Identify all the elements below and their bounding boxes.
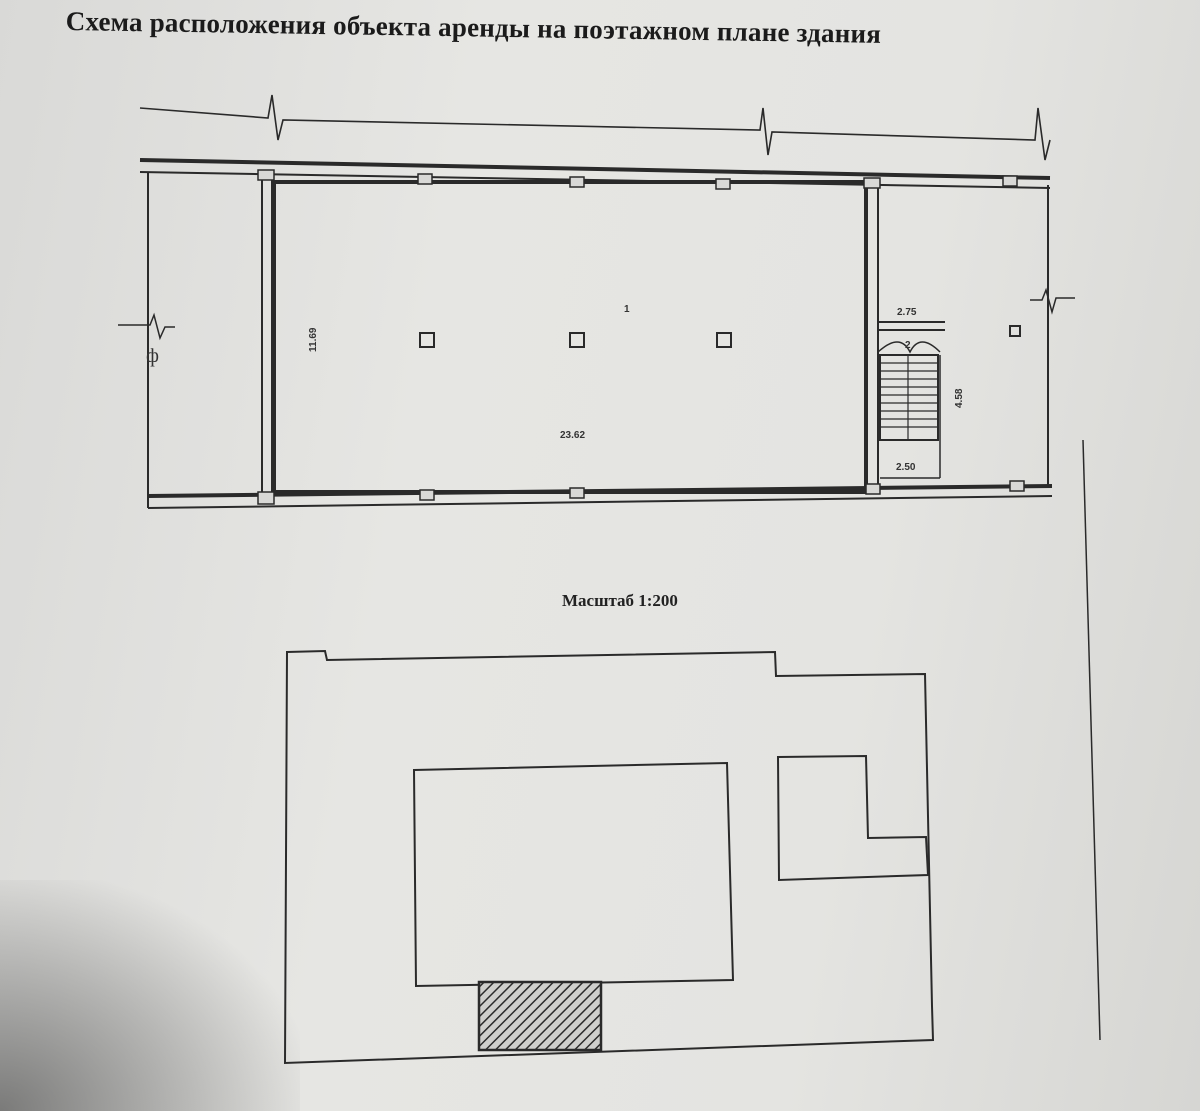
column-4 [1009,325,1021,337]
left-room-mark: ф [146,345,159,367]
floor-plan: ф [118,94,1101,1041]
building-outline [283,649,935,1065]
room-number-main: 1 [624,304,630,315]
scale-label: Масштаб 1:200 [562,591,678,610]
dim-stair-height: 4.58 [954,388,965,408]
inner-block-right [776,754,930,882]
inner-block-main [412,761,735,988]
dim-stair-bottom: 2.50 [896,462,916,473]
top-break-line [139,94,1051,161]
column-3 [716,332,732,348]
column-1 [419,332,435,348]
dim-hall-height: 11.69 [308,327,319,352]
dim-corridor-top: 2.75 [897,307,917,318]
stair [879,354,939,441]
column-2 [569,332,585,348]
room-number-stair: 2 [905,340,911,351]
leased-area-hatched [477,980,603,1052]
dim-hall-width: 23.62 [560,430,585,441]
left-break-mark [118,312,175,341]
site-plan [283,649,935,1065]
